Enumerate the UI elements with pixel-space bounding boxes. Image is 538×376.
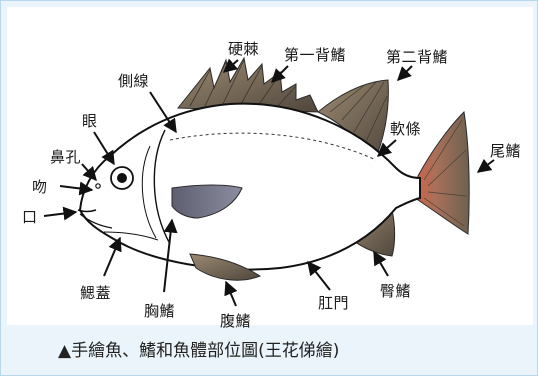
label-soft-rays: 軟條 [390, 118, 421, 139]
label-spines: 硬棘 [228, 38, 259, 59]
label-second-dorsal-fin: 第二背鰭 [386, 46, 448, 67]
label-mouth: 口 [22, 206, 38, 227]
label-pectoral-fin: 胸鰭 [144, 300, 175, 321]
eye-pupil [117, 173, 127, 183]
label-lateral-line: 側線 [118, 70, 149, 91]
label-caudal-fin: 尾鰭 [490, 140, 521, 161]
label-anal-fin: 臀鰭 [380, 280, 411, 301]
caudal-fin [418, 112, 469, 234]
label-anus: 肛門 [318, 292, 349, 313]
label-nostril: 鼻孔 [50, 146, 81, 167]
label-eye: 眼 [82, 110, 98, 131]
label-pelvic-fin: 腹鰭 [220, 310, 251, 331]
label-gill-cover: 鰓蓋 [80, 282, 111, 303]
label-first-dorsal-fin: 第一背鰭 [284, 44, 346, 65]
figure-caption: ▲手繪魚、鰭和魚體部位圖(王花俤繪) [58, 336, 339, 361]
label-snout: 吻 [32, 176, 48, 197]
